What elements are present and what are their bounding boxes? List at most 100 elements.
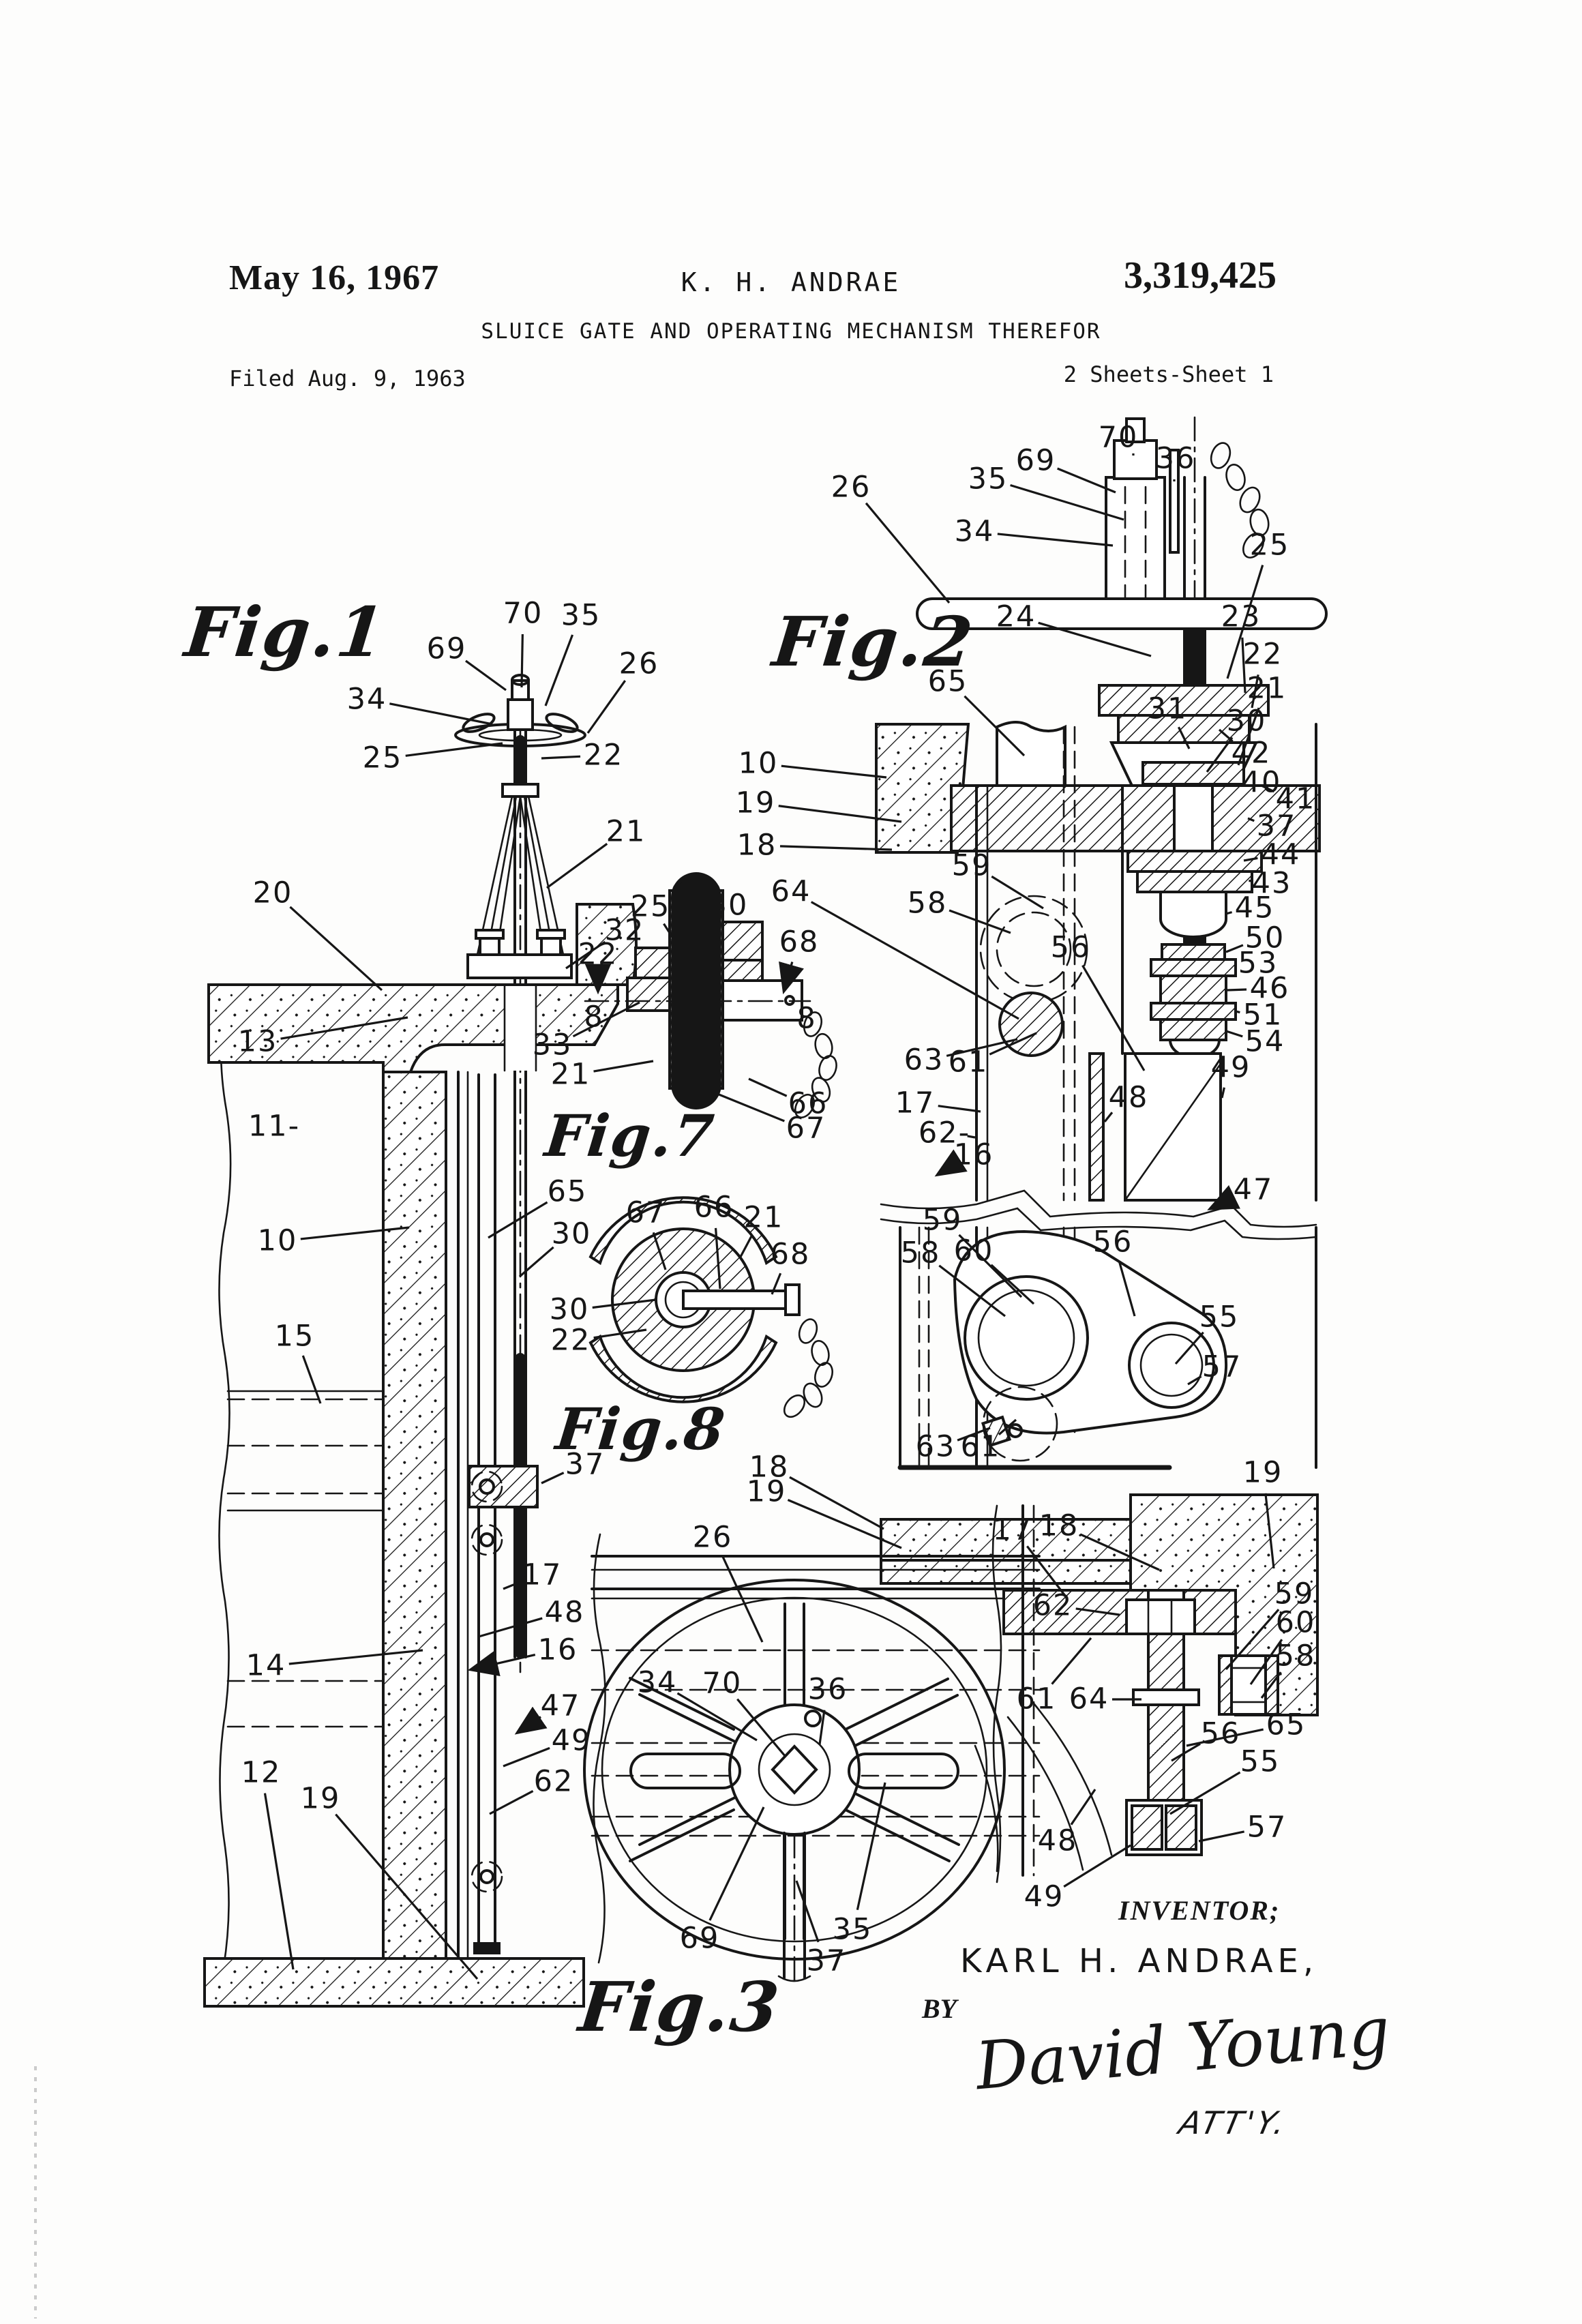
- ref-numeral-62: 62: [1032, 1588, 1073, 1623]
- ref-numeral-48: 48: [544, 1595, 585, 1630]
- ref-numeral-50: 50: [1244, 921, 1285, 955]
- ref-numeral-8: 8: [796, 1001, 817, 1036]
- filed-date: Filed Aug. 9, 1963: [229, 366, 466, 391]
- ref-numeral-66: 66: [693, 1190, 734, 1225]
- ref-numeral-68: 68: [770, 1237, 811, 1272]
- ref-numeral-14: 14: [245, 1648, 286, 1683]
- attorney-label: ATT'Y.: [1176, 2104, 1292, 2141]
- detail-drawing: [974, 1493, 1319, 1883]
- ref-numeral-56: 56: [1050, 930, 1091, 965]
- ref-numeral-44: 44: [1260, 837, 1301, 872]
- ref-numeral-56: 56: [1200, 1716, 1241, 1751]
- ref-numeral-49: 49: [1210, 1050, 1251, 1085]
- ref-numeral-43: 43: [1251, 866, 1292, 901]
- ref-numeral-25: 25: [362, 741, 403, 775]
- sheet-number: 2 Sheets-Sheet 1: [1063, 361, 1274, 387]
- ref-numeral-19: 19: [300, 1781, 341, 1816]
- ref-numeral-36: 36: [1155, 441, 1196, 476]
- ref-numeral-70: 70: [702, 1666, 743, 1701]
- ref-numeral-31: 31: [1147, 691, 1188, 726]
- ref-numeral-60: 60: [953, 1234, 994, 1268]
- ref-numeral-69: 69: [679, 1921, 720, 1956]
- ref-numeral-68: 68: [779, 925, 820, 959]
- ref-numeral-59: 59: [922, 1203, 963, 1238]
- ref-numeral-30: 30: [1226, 704, 1267, 739]
- ref-numeral-34: 34: [637, 1665, 678, 1700]
- ref-numeral-37: 37: [806, 1943, 847, 1978]
- inventor-name: KARL H. ANDRAE,: [960, 1942, 1319, 1980]
- ref-numeral-24: 24: [996, 599, 1036, 634]
- ref-numeral-51: 51: [1242, 998, 1283, 1032]
- ref-numeral-60: 60: [1275, 1605, 1316, 1640]
- ref-numeral-37: 37: [565, 1447, 606, 1482]
- ref-numeral-33: 33: [532, 1028, 573, 1062]
- ref-numeral-47: 47: [540, 1688, 581, 1723]
- ref-numeral-56: 56: [1092, 1225, 1133, 1260]
- ref-numeral-49: 49: [551, 1723, 592, 1758]
- ref-numeral-26: 26: [831, 470, 871, 505]
- ref-numeral-22: 22: [1242, 637, 1283, 672]
- by-label: BY: [922, 1993, 957, 2024]
- ref-numeral-48: 48: [1108, 1080, 1149, 1115]
- ref-numeral-19: 19: [746, 1474, 787, 1509]
- ref-numeral-13: 13: [237, 1024, 278, 1059]
- ref-numeral-58: 58: [1275, 1639, 1316, 1673]
- ref-numeral-17: 17: [992, 1513, 1033, 1547]
- ref-numeral-40: 40: [1241, 765, 1282, 800]
- ref-numeral-59: 59: [951, 848, 992, 883]
- ref-numeral-70: 70: [503, 596, 543, 631]
- ref-numeral-67: 67: [625, 1195, 666, 1230]
- ref-numeral-63: 63: [904, 1043, 944, 1077]
- ref-numeral-67: 67: [786, 1111, 826, 1146]
- ref-numeral-12: 12: [241, 1755, 282, 1790]
- ref-numeral-53: 53: [1238, 946, 1279, 981]
- ref-numeral-62: 62: [533, 1764, 574, 1799]
- ref-numeral-21: 21: [1247, 671, 1287, 706]
- ref-numeral-35: 35: [832, 1912, 873, 1947]
- ref-numeral-21: 21: [550, 1057, 591, 1092]
- invention-title: SLUICE GATE AND OPERATING MECHANISM THER…: [481, 319, 1101, 344]
- ref-numeral-16: 16: [537, 1633, 578, 1667]
- ref-numeral-19: 19: [1242, 1455, 1283, 1490]
- ref-numeral-25: 25: [1249, 528, 1290, 563]
- ref-numeral-62: 62-: [918, 1116, 971, 1150]
- ref-numeral-16: 16: [953, 1137, 994, 1172]
- issue-date: May 16, 1967: [229, 258, 440, 297]
- ref-numeral-59: 59: [1274, 1577, 1315, 1611]
- film-edge: [34, 2066, 37, 2319]
- fig2-drawing: [875, 416, 1328, 1240]
- ref-numeral-10: 10: [738, 746, 779, 781]
- attorney-signature: David Young: [972, 1992, 1393, 2105]
- ref-numeral-36: 36: [807, 1672, 848, 1707]
- ref-numeral-46: 46: [1249, 971, 1290, 1006]
- ref-numeral-17: 17: [522, 1558, 563, 1592]
- ref-numeral-30: 30: [549, 1292, 590, 1327]
- ref-numeral-22: 22: [550, 1323, 591, 1358]
- ref-numeral-21: 21: [606, 814, 646, 849]
- ref-numeral-11: 11-: [248, 1109, 301, 1144]
- ref-numeral-20: 20: [252, 876, 293, 910]
- ref-numeral-42: 42: [1231, 736, 1272, 771]
- ref-numeral-65: 65: [927, 664, 968, 699]
- ref-numeral-18: 18: [1039, 1508, 1079, 1543]
- ref-numeral-48: 48: [1037, 1823, 1078, 1858]
- patent-number: 3,319,425: [1124, 254, 1277, 297]
- inventor-caption: INVENTOR;: [1118, 1895, 1281, 1926]
- ref-numeral-61: 61: [960, 1429, 1001, 1464]
- ref-numeral-30: 30: [551, 1217, 592, 1251]
- ref-numeral-34: 34: [346, 682, 387, 717]
- ref-numeral-58: 58: [907, 886, 948, 921]
- ref-numeral-64: 64: [771, 874, 811, 909]
- ref-numeral-10: 10: [257, 1223, 298, 1258]
- ref-numeral-63: 63: [915, 1429, 956, 1464]
- inventor-header: K. H. ANDRAE: [681, 267, 901, 297]
- fig3-drawing: [583, 1533, 1041, 1982]
- ref-numeral-22: 22: [578, 937, 618, 972]
- ref-numeral-41: 41: [1275, 781, 1316, 816]
- ref-numeral-45: 45: [1234, 891, 1275, 925]
- ref-numeral-66: 66: [788, 1086, 829, 1121]
- fig1-drawing: [203, 674, 619, 2008]
- ref-numeral-19: 19: [735, 786, 776, 820]
